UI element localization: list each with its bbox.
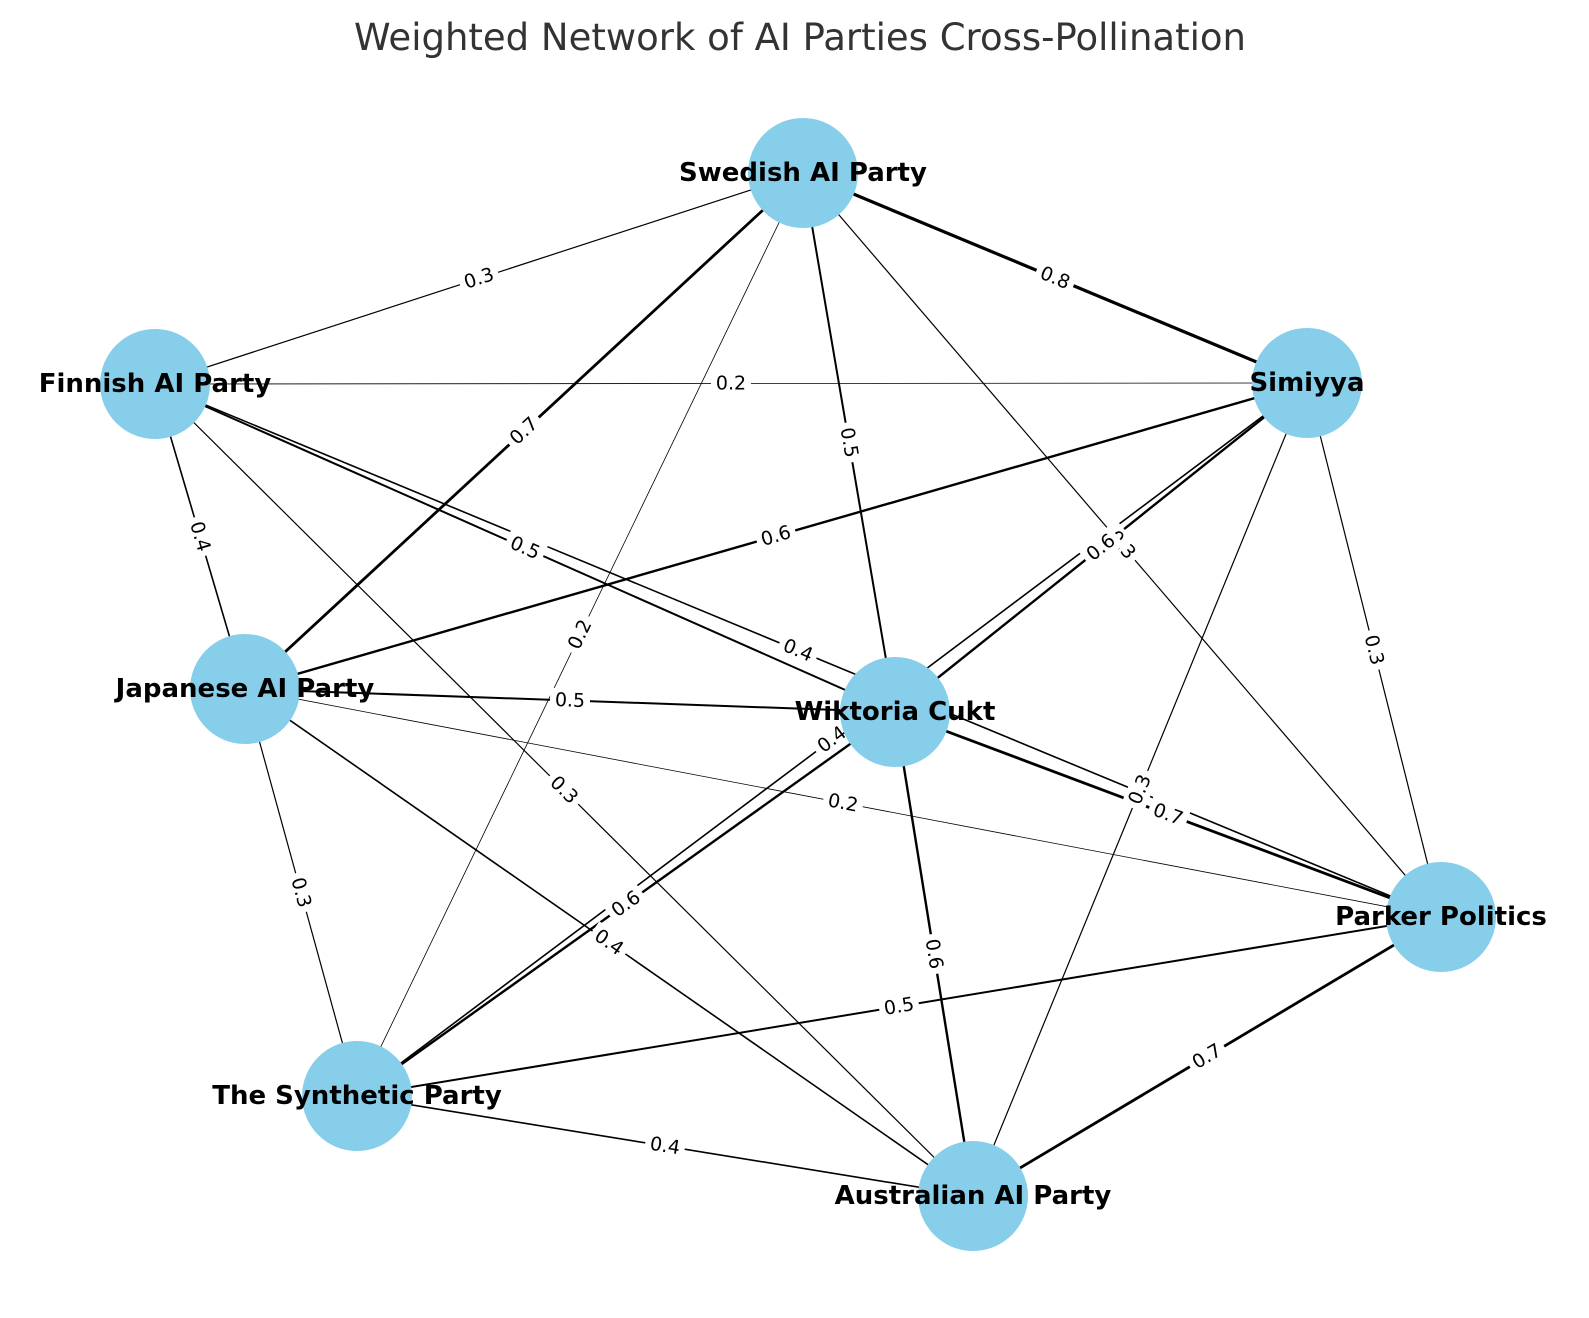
edge-label-group: 0.6 <box>753 518 799 554</box>
edge-label-group: 0.7 <box>1145 796 1191 833</box>
node-label-finnish: Finnish AI Party <box>39 369 272 399</box>
edge-label-group: 0.2 <box>710 371 752 396</box>
edge-label-background <box>182 513 218 560</box>
edge-label-group: 0.2 <box>560 611 600 658</box>
edge-label-group: 0.3 <box>1357 627 1391 673</box>
edge-labels-layer: 0.30.80.70.50.20.30.20.40.50.40.30.60.60… <box>182 259 1391 1162</box>
edge-weight-label: 0.3 <box>1360 633 1389 668</box>
edge-weight-label: 0.2 <box>716 372 746 394</box>
edge-label-group: 0.3 <box>456 260 502 297</box>
edge-label-group: 0.5 <box>833 420 865 465</box>
edge-label-group: 0.5 <box>877 991 921 1022</box>
edge-label-group: 0.2 <box>821 787 865 819</box>
edge-weight-label: 0.5 <box>555 689 586 712</box>
edge-label-group: 0.4 <box>182 513 218 560</box>
edge-label-background <box>753 518 799 554</box>
node-label-synthetic: The Synthetic Party <box>212 1081 502 1111</box>
node-label-swedish: Swedish AI Party <box>679 158 927 188</box>
node-label-parker: Parker Politics <box>1335 902 1547 932</box>
edge-weight-label: 0.6 <box>921 937 948 970</box>
edge-weight-label: 0.5 <box>882 993 915 1020</box>
edge-label-group: 0.5 <box>501 528 549 568</box>
node-parker <box>1386 862 1496 972</box>
edge-label-group: 0.4 <box>643 1130 687 1162</box>
edge-label-background <box>602 882 650 926</box>
edge-weight-label: 0.6 <box>758 521 793 551</box>
node-label-australian: Australian AI Party <box>835 1181 1112 1211</box>
edge-label-background <box>877 991 921 1022</box>
chart-title: Weighted Network of AI Parties Cross-Pol… <box>354 16 1246 59</box>
node-wiktoria <box>840 657 950 767</box>
edge-label-background <box>1183 1035 1231 1078</box>
edge-label-group: 0.4 <box>774 631 822 670</box>
edge-label-background <box>833 420 865 465</box>
edge-weight-label: 0.4 <box>185 519 215 554</box>
edge-label-background <box>643 1130 687 1162</box>
edge-label-group: 0.7 <box>1183 1035 1231 1078</box>
edge-label-background <box>541 767 587 813</box>
edge-label-group: 0.6 <box>918 932 950 976</box>
edge-label-background <box>284 870 318 915</box>
edge-label-background <box>1031 259 1079 297</box>
node-simiyya <box>1252 328 1362 438</box>
edge-weight-label: 0.4 <box>648 1133 681 1160</box>
edge-weight-label: 0.3 <box>286 875 315 910</box>
edge-weight-label: 0.5 <box>836 426 863 459</box>
edge-label-background <box>1145 796 1191 833</box>
edge-label-background <box>1357 627 1391 673</box>
node-swedish <box>748 118 858 228</box>
edge-label-background <box>549 687 591 714</box>
nodes-layer <box>100 118 1496 1251</box>
edge-label-group: 0.6 <box>602 882 650 926</box>
node-label-japanese: Japanese AI Party <box>114 674 375 704</box>
edge-label-group: 0.8 <box>1031 259 1079 297</box>
edge-label-background <box>1121 766 1159 813</box>
node-label-wiktoria: Wiktoria Cukt <box>795 697 996 727</box>
edge-label-background <box>456 260 502 297</box>
edge-label-group: 0.7 <box>501 408 547 454</box>
edge-label-background <box>560 611 600 658</box>
node-synthetic <box>302 1041 412 1151</box>
edge-label-background <box>774 631 822 670</box>
edge-label-background <box>585 921 633 964</box>
edge-label-group: 0.3 <box>284 870 318 915</box>
edge-label-background <box>710 371 752 396</box>
node-japanese <box>190 634 300 744</box>
node-australian <box>918 1141 1028 1251</box>
edge-label-background <box>918 932 950 976</box>
node-finnish <box>100 329 210 439</box>
node-label-simiyya: Simiyya <box>1249 368 1364 398</box>
edge-label-background <box>821 787 865 819</box>
edge-label-background <box>501 408 547 454</box>
edge-label-background <box>1077 525 1125 570</box>
edge-label-background <box>501 528 549 568</box>
edge-label-group: 0.5 <box>549 687 591 714</box>
